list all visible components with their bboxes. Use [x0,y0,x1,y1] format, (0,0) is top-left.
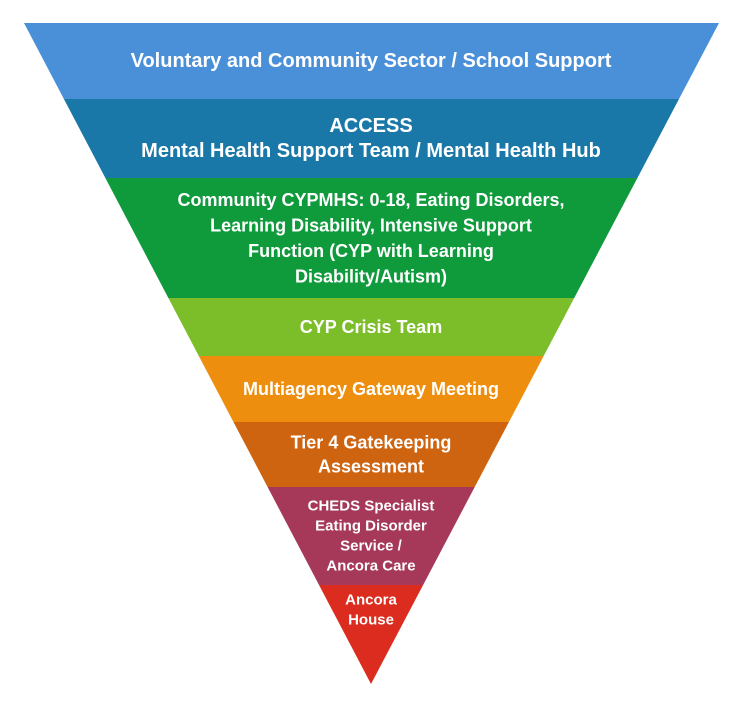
tier-7-label-line-3: Service / [340,538,403,555]
tier-7-band [267,487,475,585]
tier-4-label-line-1: CYP Crisis Team [300,317,442,337]
tier-3-label-line-3: Function (CYP with Learning [248,241,494,261]
tier-2-label-line-2: Mental Health Support Team / Mental Heal… [141,140,601,162]
tier-6-label-line-1: Tier 4 Gatekeeping [291,433,452,453]
tier-2-band [63,99,679,178]
tier-8-band [319,585,424,684]
tier-3-label-line-4: Disability/Autism) [295,266,447,286]
tier-3-band [105,178,638,298]
tier-3-label-line-1: Community CYPMHS: 0-18, Eating Disorders… [177,190,564,210]
tier-8-label-line-2: House [348,612,394,629]
tier-5-band [198,356,544,422]
tier-4: CYP Crisis Team [168,298,575,356]
tier-8-label-line-1: Ancora [345,592,397,609]
tier-1: Voluntary and Community Sector / School … [24,23,719,99]
tier-1-band [24,23,719,99]
tier-7-label-line-4: Ancora Care [326,558,415,575]
tier-2-label-line-1: ACCESS [329,115,412,137]
tier-3: Community CYPMHS: 0-18, Eating Disorders… [105,178,638,298]
tier-6-band [233,422,509,487]
tier-1-label-line-1: Voluntary and Community Sector / School … [131,50,612,72]
tier-2: ACCESS Mental Health Support Team / Menta… [63,99,679,178]
tier-4-band [168,298,575,356]
tier-7-label-line-1: CHEDS Specialist [308,498,435,515]
tier-5: Multiagency Gateway Meeting [198,356,544,422]
tier-3-label-line-2: Learning Disability, Intensive Support [210,215,532,235]
tier-6-label-line-2: Assessment [318,457,424,477]
tier-5-label-line-1: Multiagency Gateway Meeting [243,379,499,399]
tier-7-label-line-2: Eating Disorder [315,518,427,535]
